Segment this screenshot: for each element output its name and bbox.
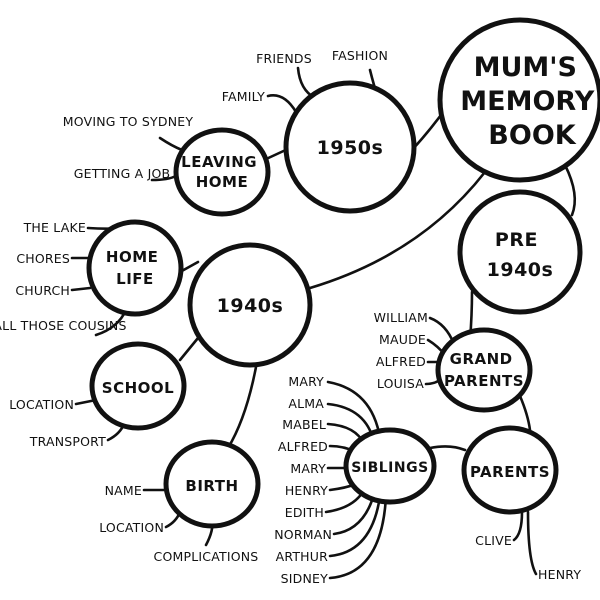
node-birth: BIRTH [163, 439, 261, 529]
node-siblings-label: SIBLINGS [351, 460, 428, 476]
leaf-grand-alfred: ALFRED [376, 354, 426, 369]
node-1940s-label: 1940s [217, 295, 284, 317]
connector-title-1940s [308, 170, 487, 290]
leaf-clive: CLIVE [475, 533, 512, 548]
node-1940s-circle [187, 242, 313, 368]
node-birth-label: BIRTH [185, 477, 238, 495]
leaf-name: NAME [105, 483, 142, 498]
title-line-3: BOOK [488, 120, 576, 151]
node-siblings-circle [343, 427, 437, 505]
node-siblings: SIBLINGS [343, 427, 437, 505]
leaf-friends: FRIENDS [256, 51, 312, 66]
leaf-birth-location: LOCATION [99, 520, 164, 535]
connector-leaf-moving-to-sydney [158, 136, 184, 152]
title-line-2: MEMORY [460, 86, 594, 117]
leaf-transport: TRANSPORT [29, 434, 106, 449]
node-home-life-line-2: LIFE [116, 270, 154, 288]
leaf-sib-mary-2: MARY [290, 461, 326, 476]
leaf-sib-alfred: ALFRED [278, 439, 328, 454]
connector-title-pre1940s [563, 163, 577, 217]
title-line-1: MUM'S [474, 52, 577, 83]
leaf-moving-to-sydney-line: MOVING TO SYDNEY [63, 114, 194, 129]
connector-grandparents-parents [518, 394, 532, 432]
node-school-label: SCHOOL [102, 379, 174, 397]
node-grandparents-line-1: GRAND [450, 350, 513, 368]
leaf-william: WILLIAM [374, 310, 428, 325]
node-home-life-circle [86, 219, 184, 317]
node-parents: PARENTS [461, 425, 559, 515]
leaf-parents-henry: HENRY [538, 567, 581, 582]
leaf-getting-a-job: GETTING A JOB [74, 166, 171, 181]
leaf-labels: FRIENDS FASHION FAMILY MOVING TO SYDNEY … [0, 48, 581, 586]
node-pre1940s: PRE 1940s [457, 189, 583, 315]
node-leaving-home-line-2: HOME [196, 173, 248, 191]
leaf-moving-to-sydney: MOVING TO SYDNEY [63, 114, 194, 129]
node-1950s-circle [283, 80, 417, 214]
leaf-sib-alma: ALMA [288, 396, 324, 411]
node-leaving-home-circle [173, 127, 271, 217]
node-1950s-label: 1950s [317, 137, 384, 159]
leaf-sib-arthur: ARTHUR [276, 549, 329, 564]
node-grandparents-line-2: PARENTS [444, 372, 524, 390]
connector-leaf-sib-mary-1 [326, 380, 382, 440]
node-home-life-label: HOME LIFE [106, 248, 164, 288]
title-text: MUM'S MEMORY BOOK [460, 52, 600, 151]
connector-leaf-parents-henry [526, 510, 538, 576]
node-school: SCHOOL [89, 341, 187, 431]
connector-1940s-school [178, 336, 200, 362]
leaf-chores: CHORES [16, 251, 70, 266]
node-pre1940s-label: PRE 1940s [487, 229, 554, 281]
connector-siblings-parents [428, 445, 467, 452]
node-parents-circle [461, 425, 559, 515]
node-pre1940s-circle [457, 189, 583, 315]
leaf-fashion: FASHION [332, 48, 388, 63]
leaf-maude: MAUDE [379, 332, 426, 347]
node-pre1940s-line-1: PRE [495, 229, 538, 251]
node-grandparents-label: GRAND PARENTS [444, 350, 524, 390]
node-leaving-home: LEAVING HOME [173, 127, 271, 217]
leaf-the-lake: THE LAKE [23, 220, 86, 235]
leaf-sib-henry: HENRY [285, 483, 328, 498]
connector-leaf-church [70, 286, 92, 292]
node-1940s: 1940s [187, 242, 313, 368]
node-grandparents: GRAND PARENTS [435, 327, 533, 413]
connector-1940s-birth [226, 354, 260, 450]
leaf-sib-edith: EDITH [285, 505, 324, 520]
leaf-louisa: LOUISA [377, 376, 424, 391]
node-leaving-home-line-1: LEAVING [181, 153, 257, 171]
leaf-school-location: LOCATION [9, 397, 74, 412]
connector-leaf-sib-arthur [328, 494, 382, 558]
node-leaving-home-label: LEAVING HOME [181, 153, 263, 191]
leaf-sib-norman: NORMAN [274, 527, 332, 542]
node-grandparents-circle [435, 327, 533, 413]
leaf-sib-mabel: MABEL [282, 417, 326, 432]
title-bubble: MUM'S MEMORY BOOK [437, 17, 600, 183]
connector-leaf-clive [512, 510, 524, 542]
connector-leaf-sib-sidney [328, 494, 388, 580]
leaf-family: FAMILY [222, 89, 265, 104]
node-1950s: 1950s [283, 80, 417, 214]
node-home-life-line-1: HOME [106, 248, 158, 266]
leaf-all-those-cousins: ALL THOSE COUSINS [0, 318, 127, 333]
node-birth-circle [163, 439, 261, 529]
node-school-circle [89, 341, 187, 431]
node-home-life: HOME LIFE [86, 219, 184, 317]
node-parents-label: PARENTS [470, 463, 550, 481]
leaf-sib-sidney: SIDNEY [281, 571, 328, 586]
title-circle [437, 17, 600, 183]
leaf-church: CHURCH [15, 283, 70, 298]
node-pre1940s-line-2: 1940s [487, 259, 554, 281]
leaf-sib-mary-1: MARY [288, 374, 324, 389]
leaf-complications: COMPLICATIONS [154, 549, 259, 564]
connector-leaf-family [266, 94, 298, 114]
